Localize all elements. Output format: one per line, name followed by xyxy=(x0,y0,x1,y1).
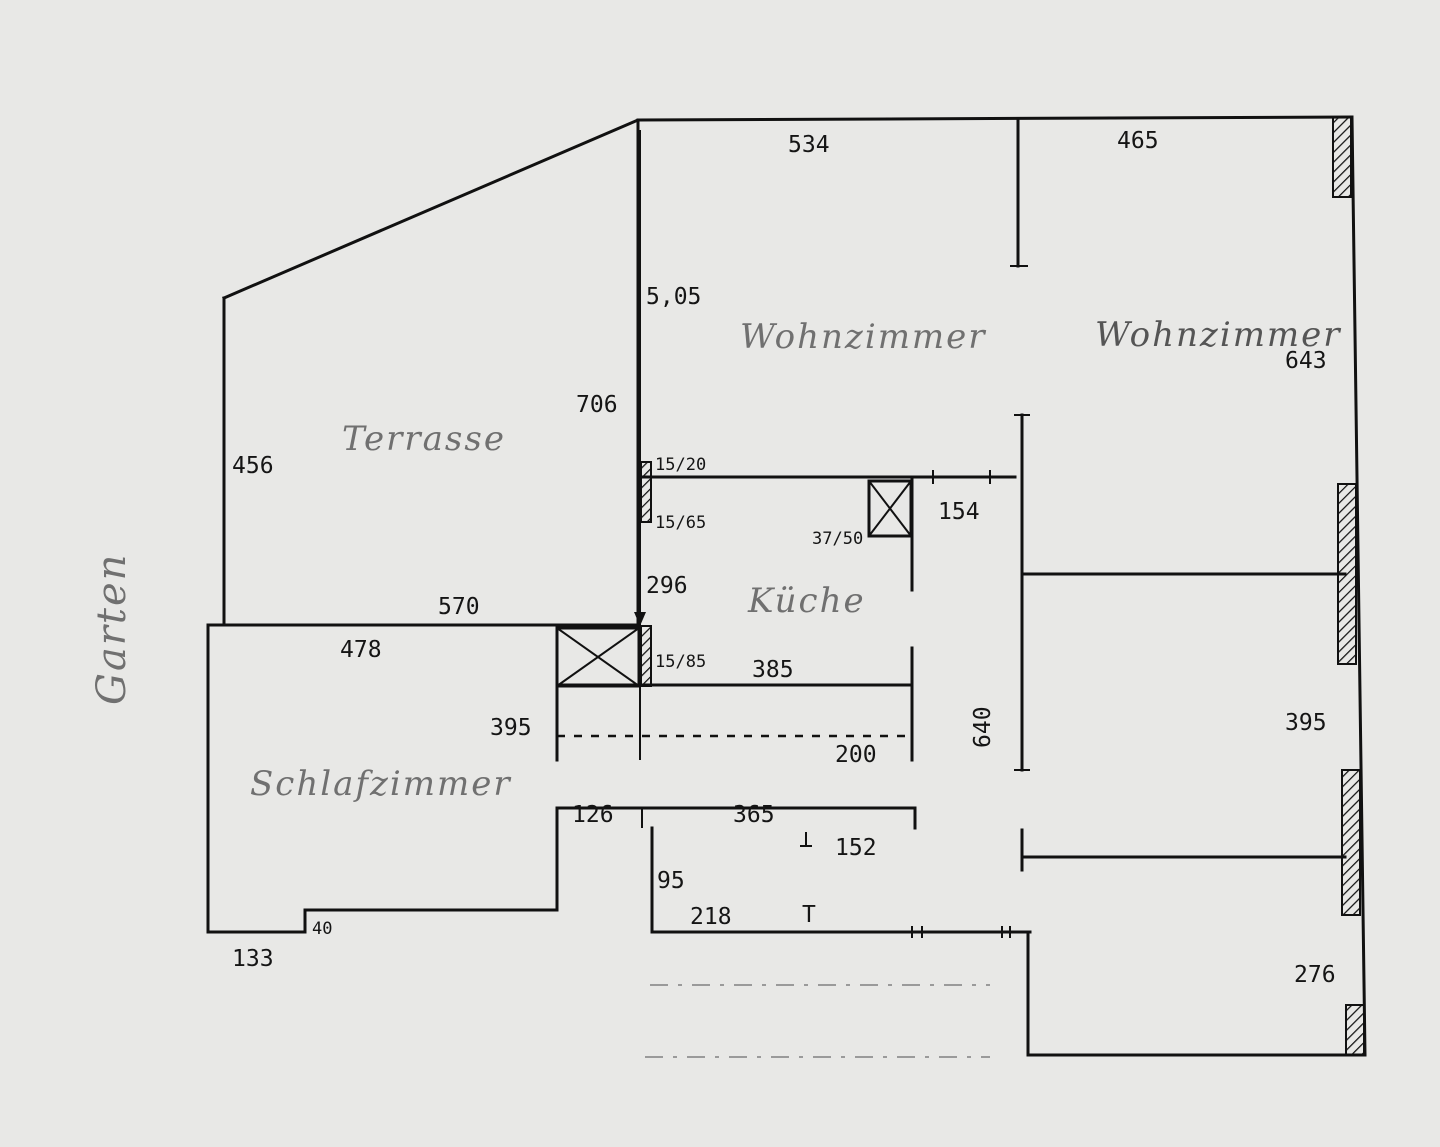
dim-365: 365 xyxy=(733,802,775,828)
chimney-kitchen xyxy=(867,479,913,538)
dim-296: 296 xyxy=(646,573,688,599)
dim-t: T xyxy=(802,902,816,928)
dim-37-50: 37/50 xyxy=(812,529,863,549)
room-label-wohnzimmer-2: Wohnzimmer xyxy=(1095,315,1342,355)
room-label-schlafzimmer: Schlafzimmer xyxy=(250,764,512,804)
dim-126: 126 xyxy=(572,802,614,828)
dim-706: 706 xyxy=(576,392,618,418)
dim-218: 218 xyxy=(690,904,732,930)
room-label-terrasse: Terrasse xyxy=(342,419,506,459)
dim-152: 152 xyxy=(835,835,877,861)
room-label-kueche: Küche xyxy=(747,581,866,621)
dim-465: 465 xyxy=(1117,128,1159,154)
outer-walls xyxy=(206,115,1367,1057)
room-label-wohnzimmer-1: Wohnzimmer xyxy=(740,317,987,357)
dim-276: 276 xyxy=(1294,962,1336,988)
dim-15-65: 15/65 xyxy=(655,513,706,533)
dim-15-20: 15/20 xyxy=(655,455,706,475)
room-label-garten: Garten xyxy=(89,553,135,705)
dim-640: 640 xyxy=(970,706,996,748)
dim-154: 154 xyxy=(938,499,980,525)
dim-570: 570 xyxy=(438,594,480,620)
dim-385: 385 xyxy=(752,657,794,683)
interior-walls xyxy=(555,118,1347,938)
dim-478: 478 xyxy=(340,637,382,663)
hatched-walls xyxy=(640,116,1365,1056)
dim-643: 643 xyxy=(1285,348,1327,374)
dim-534: 534 xyxy=(788,132,830,158)
dim-15-85: 15/85 xyxy=(655,652,706,672)
dim-505: 5,05 xyxy=(646,284,701,310)
dim-395-left: 395 xyxy=(490,715,532,741)
dim-95: 95 xyxy=(657,868,685,894)
chimney-bedroom xyxy=(555,626,641,688)
dim-395-right: 395 xyxy=(1285,710,1327,736)
dim-200: 200 xyxy=(835,742,877,768)
dim-133: 133 xyxy=(232,946,274,972)
dim-40: 40 xyxy=(312,919,332,939)
dim-456: 456 xyxy=(232,453,274,479)
